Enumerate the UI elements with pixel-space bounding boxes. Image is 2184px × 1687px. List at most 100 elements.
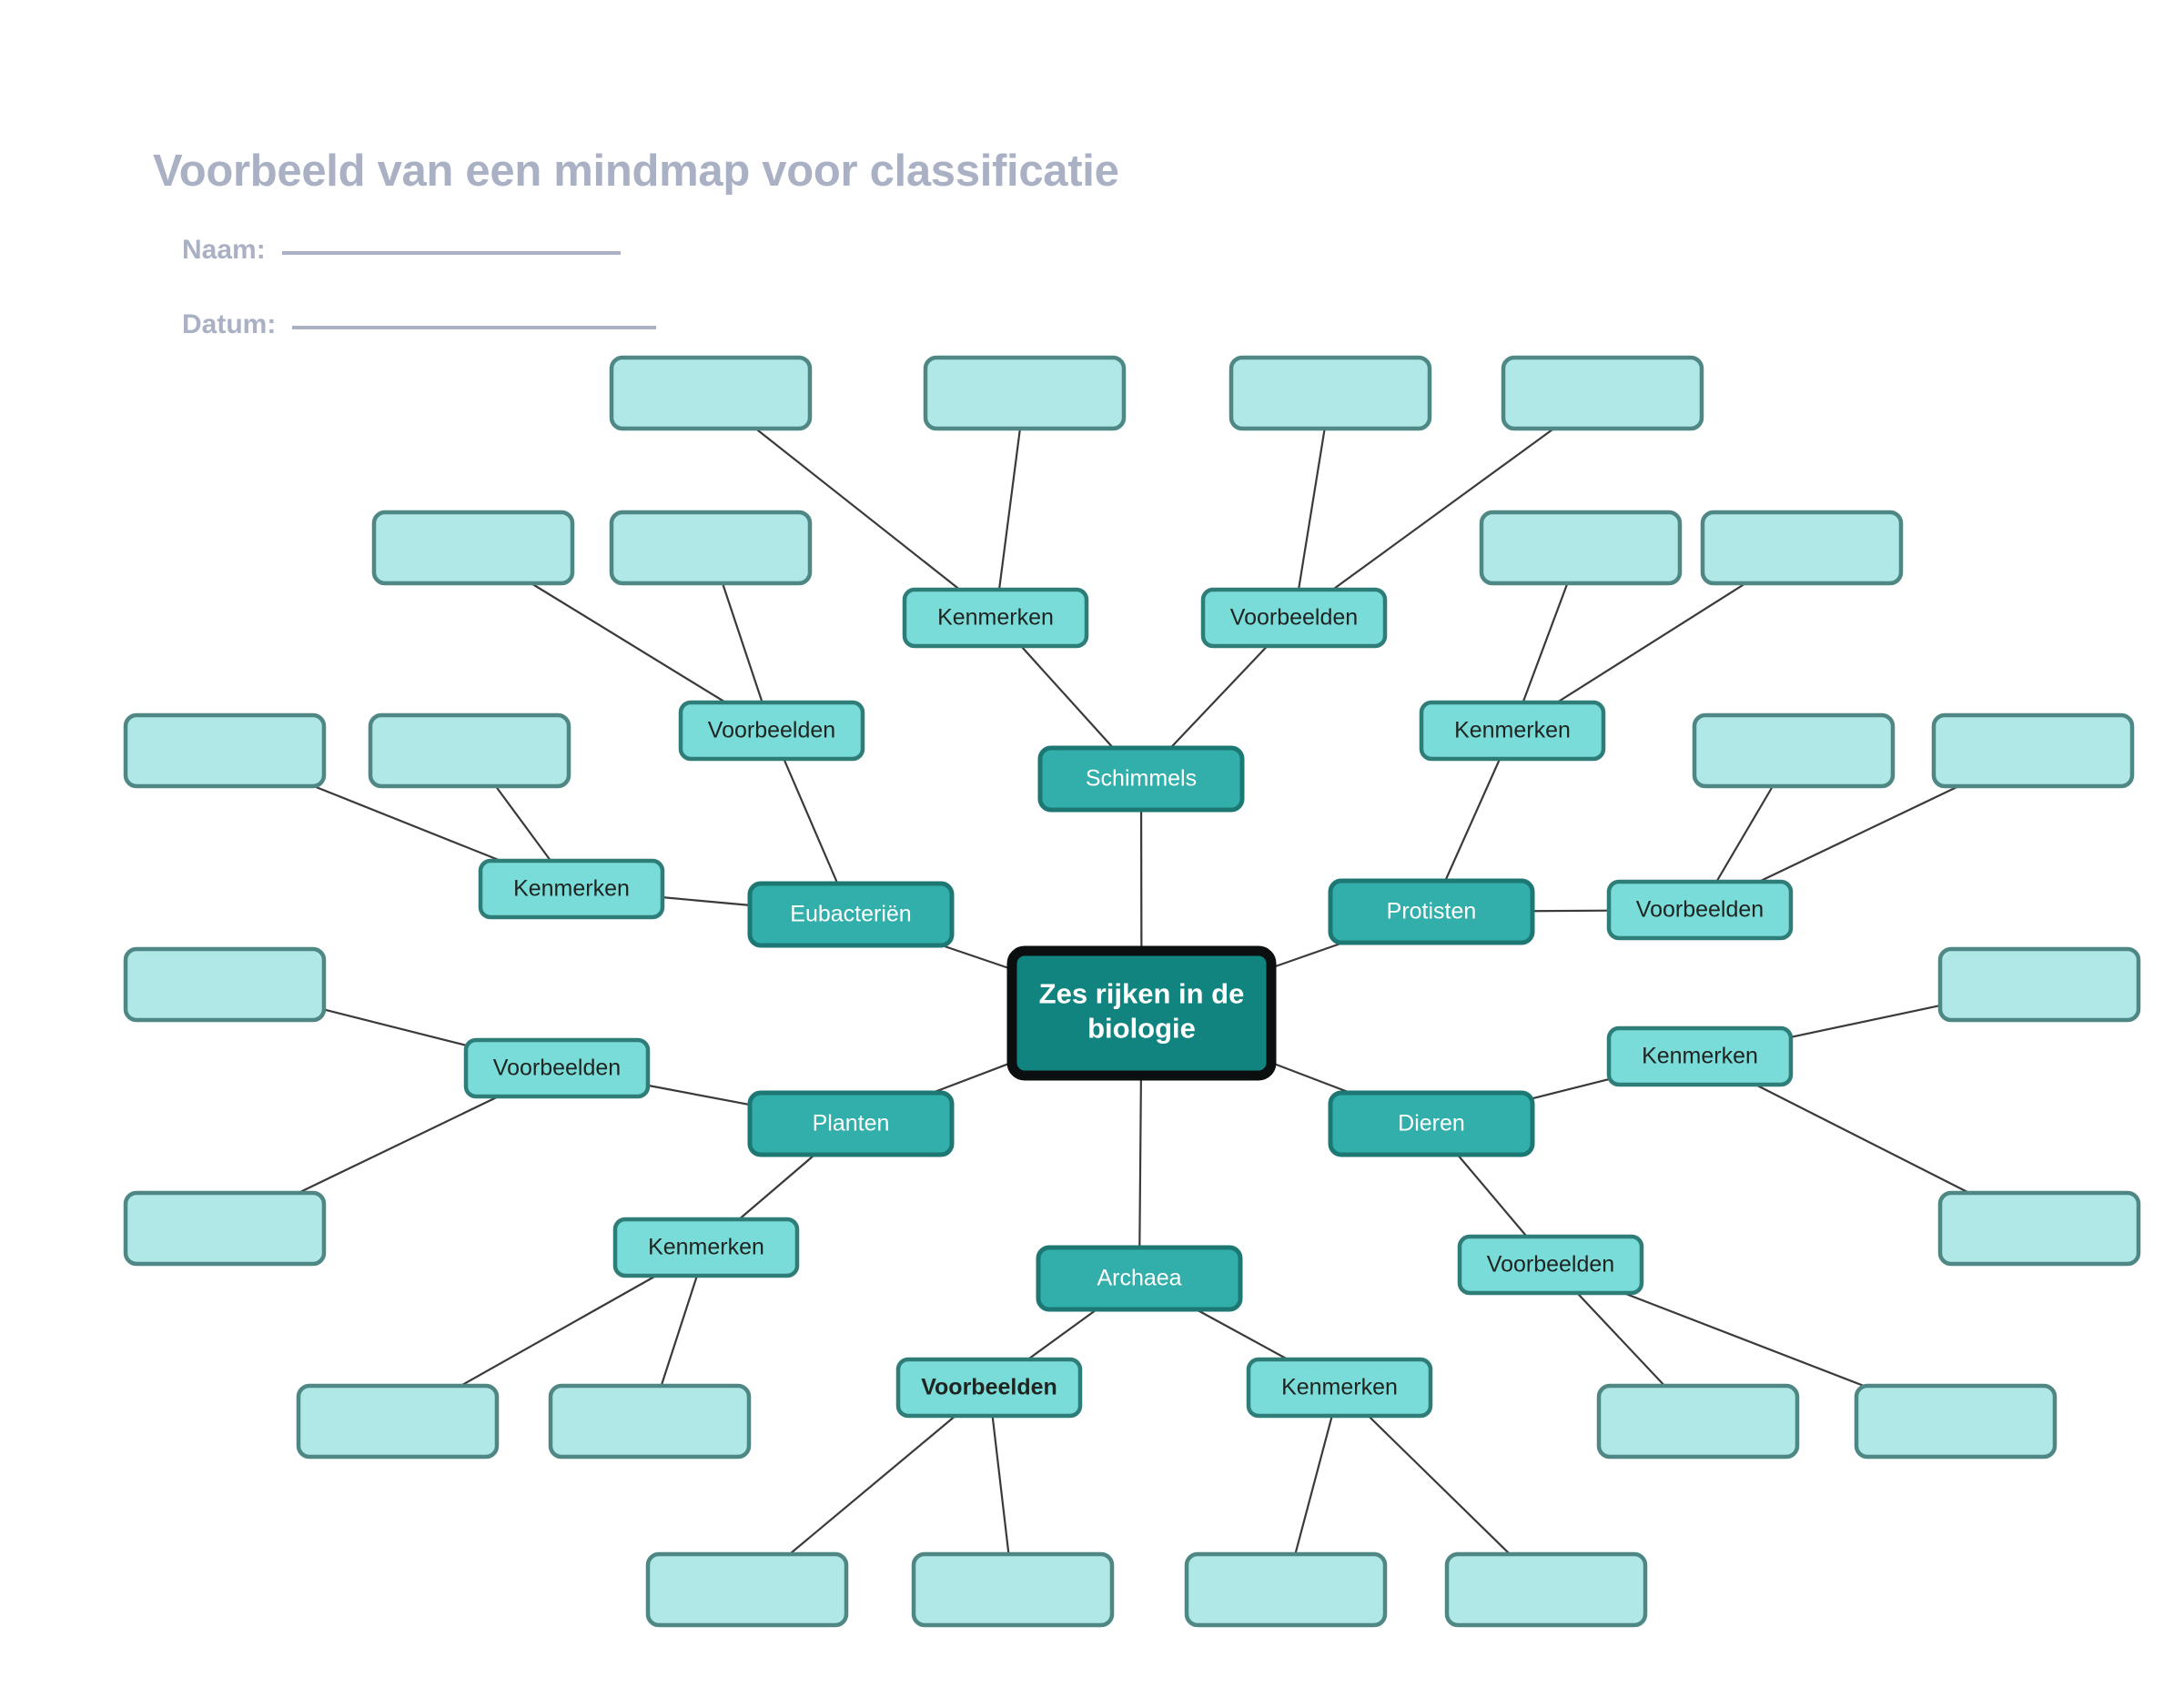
mindmap-node-voorbeelden[interactable]: Voorbeelden <box>895 1357 1083 1419</box>
mindmap-connector <box>1532 1078 1610 1100</box>
mindmap-connector <box>1758 785 1959 883</box>
node-shape <box>747 881 955 948</box>
mindmap-connector <box>1367 1415 1511 1555</box>
mindmap-blank-node[interactable] <box>296 1383 500 1460</box>
mindmap-connector <box>1522 582 1569 703</box>
mindmap-connector <box>1556 582 1746 703</box>
mindmap-blank-node[interactable] <box>1228 355 1432 431</box>
mindmap-node-kenmerken[interactable]: Kenmerken <box>1606 1025 1794 1087</box>
mindmap-blank-node[interactable] <box>609 510 813 586</box>
node-label: Kenmerken <box>937 605 1054 631</box>
mindmap-connector <box>1715 785 1774 883</box>
mindmap-connector <box>789 1415 956 1555</box>
mindmap-node-kenmerken[interactable]: Kenmerken <box>1246 1357 1433 1419</box>
mindmap-blank-node[interactable] <box>123 712 327 789</box>
mindmap-blank-node[interactable] <box>1854 1383 2058 1460</box>
node-shape <box>1606 1025 1794 1087</box>
mindmap-blank-node[interactable] <box>1596 1383 1800 1460</box>
node-shape <box>1184 1551 1388 1628</box>
node-shape <box>1006 945 1277 1081</box>
mindmap-blank-node[interactable] <box>548 1383 752 1460</box>
mindmap-node-kenmerken[interactable]: Kenmerken <box>902 587 1089 649</box>
mindmap-blank-node[interactable] <box>1479 510 1683 586</box>
mindmap-connector <box>531 582 726 703</box>
mindmap-blank-node[interactable] <box>1937 946 2141 1023</box>
mindmap-connector <box>932 1061 1013 1095</box>
node-shape <box>895 1357 1083 1419</box>
mindmap-connector <box>660 1275 698 1387</box>
mindmap-connector <box>1020 645 1115 749</box>
node-shape <box>478 858 665 920</box>
node-shape <box>548 1383 752 1460</box>
node-shape <box>911 1551 1115 1628</box>
mindmap-connector <box>721 582 763 703</box>
node-shape <box>1692 712 1896 789</box>
mindmap-blank-node[interactable] <box>371 510 575 586</box>
mindmap-connector <box>1754 1084 1970 1194</box>
mindmap-connector <box>941 944 1013 971</box>
node-shape <box>645 1551 849 1628</box>
node-label: Voorbeelden <box>1487 1252 1614 1278</box>
node-shape <box>1037 745 1245 813</box>
node-label: Kenmerken <box>1281 1375 1398 1400</box>
mindmap-blank-node[interactable] <box>911 1551 1115 1628</box>
mindmap-blank-node[interactable] <box>123 946 327 1023</box>
mindmap-node-voorbeelden[interactable]: Voorbeelden <box>463 1037 651 1099</box>
mindmap-node-voorbeelden[interactable]: Voorbeelden <box>678 700 865 762</box>
node-label: Kenmerken <box>513 876 630 902</box>
mindmap-connector <box>1270 1061 1351 1095</box>
node-label: Voorbeelden <box>708 718 835 743</box>
node-shape <box>123 712 327 789</box>
node-shape <box>296 1383 500 1460</box>
mindmap-blank-node[interactable] <box>1184 1551 1388 1628</box>
node-label: Kenmerken <box>1642 1044 1758 1069</box>
mindmap-node-voorbeelden[interactable]: Voorbeelden <box>1606 879 1794 941</box>
mindmap-connector <box>738 1154 815 1220</box>
mindmap-node-protisten[interactable]: Protisten <box>1328 878 1535 945</box>
mindmap-blank-node[interactable] <box>923 355 1127 431</box>
mindmap-blank-node[interactable] <box>123 1190 327 1267</box>
node-shape <box>1228 355 1432 431</box>
mindmap-connector <box>1444 758 1502 882</box>
mindmap-blank-node[interactable] <box>1937 1190 2141 1267</box>
mindmap-node-schimmels[interactable]: Schimmels <box>1037 745 1245 813</box>
mindmap-node-eubacteri-n[interactable]: Eubacteriën <box>747 881 955 948</box>
node-shape <box>371 510 575 586</box>
mindmap-node-planten[interactable]: Planten <box>747 1090 955 1157</box>
mindmap-blank-node[interactable] <box>645 1551 849 1628</box>
node-label: Kenmerken <box>648 1235 764 1260</box>
node-shape <box>1457 1234 1644 1296</box>
node-shape <box>1200 587 1388 649</box>
mindmap-node-kenmerken[interactable]: Kenmerken <box>478 858 665 920</box>
mindmap-connector <box>1270 941 1344 969</box>
mindmap-node-voorbeelden[interactable]: Voorbeelden <box>1200 587 1388 649</box>
node-shape <box>747 1090 955 1157</box>
mindmap-node-kenmerken[interactable]: Kenmerken <box>1419 700 1606 762</box>
mindmap-blank-node[interactable] <box>1700 510 1904 586</box>
node-label: Planten <box>813 1111 890 1136</box>
mindmap-blank-node[interactable] <box>1501 355 1704 431</box>
node-label: Voorbeelden <box>493 1056 621 1081</box>
node-shape <box>612 1217 800 1278</box>
mindmap-node-archaea[interactable]: Archaea <box>1036 1245 1243 1312</box>
mindmap-blank-node[interactable] <box>609 355 813 431</box>
mindmap-node-dieren[interactable]: Dieren <box>1328 1090 1535 1157</box>
node-label: Protisten <box>1387 899 1477 924</box>
mindmap-node-kenmerken[interactable]: Kenmerken <box>612 1217 800 1278</box>
node-label: Eubacteriën <box>790 902 911 927</box>
mindmap-connector <box>647 1084 751 1106</box>
mindmap-blank-node[interactable] <box>1444 1551 1648 1628</box>
mindmap-connector <box>323 1008 467 1046</box>
mindmap-blank-node[interactable] <box>1931 712 2135 789</box>
node-shape <box>1854 1383 2058 1460</box>
mindmap-blank-node[interactable] <box>1692 712 1896 789</box>
node-label: Kenmerken <box>1454 718 1571 743</box>
mindmap-edge-layer <box>298 428 1970 1555</box>
mindmap-node-voorbeelden[interactable]: Voorbeelden <box>1457 1234 1644 1296</box>
mindmap-connector <box>460 1275 657 1387</box>
mindmap-connector <box>1331 428 1555 591</box>
mindmap-blank-node[interactable] <box>368 712 571 789</box>
mindmap-connector <box>1790 1005 1941 1038</box>
